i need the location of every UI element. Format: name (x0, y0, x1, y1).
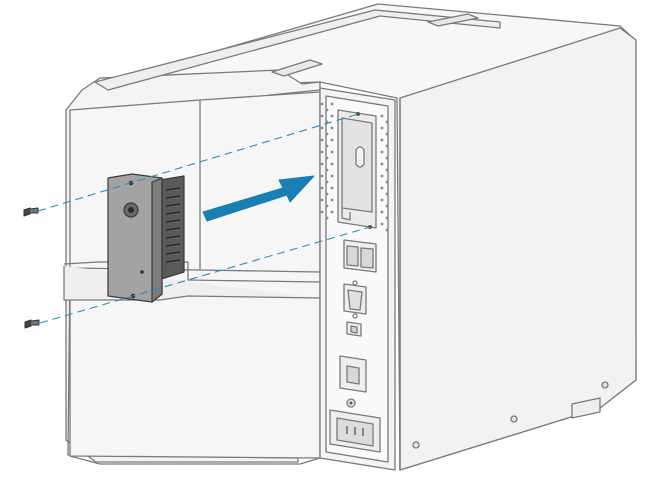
ground-stud-center (349, 401, 353, 405)
serial-port-screw-top (352, 280, 358, 286)
side-screw-2 (601, 381, 609, 389)
front-face-bottom (69, 455, 321, 465)
cover-handle-rear (427, 13, 479, 27)
serial-port-screw-bottom (352, 313, 358, 319)
rear-connectors (329, 239, 381, 453)
leader-line-top (37, 113, 359, 212)
module-bay-screw-hole-top (356, 112, 360, 116)
module-connector-pins (165, 187, 181, 263)
alignment-leader-lines (37, 113, 371, 324)
side-screw-3 (412, 441, 420, 449)
right-panel-foot (571, 397, 601, 419)
module-knob-center (128, 207, 134, 213)
screw-icon (24, 319, 40, 329)
cover-handle-front (271, 59, 323, 77)
media-cover-ridge (94, 9, 501, 91)
screw-icon (23, 207, 39, 217)
serial-port-inner (347, 289, 363, 311)
module-bracket-edge (151, 177, 163, 303)
module-small-hole (140, 270, 144, 274)
ethernet-port-left (346, 245, 359, 267)
vent-grille-right (380, 114, 389, 232)
vent-grille-left (320, 102, 334, 220)
power-inlet-pins (346, 426, 364, 436)
side-screw-1 (510, 415, 518, 423)
module-bay-latch (355, 146, 365, 168)
insert-direction-arrow-icon (202, 175, 315, 222)
module-bay (337, 109, 377, 229)
power-switch (346, 365, 360, 385)
ethernet-port-right (360, 247, 374, 269)
leader-line-bottom (39, 226, 371, 324)
module-bay-tab (341, 208, 351, 221)
usb-port-inner (350, 325, 358, 334)
front-opening-top (63, 261, 321, 283)
side-panel-screws (412, 381, 609, 449)
option-module (107, 173, 185, 303)
